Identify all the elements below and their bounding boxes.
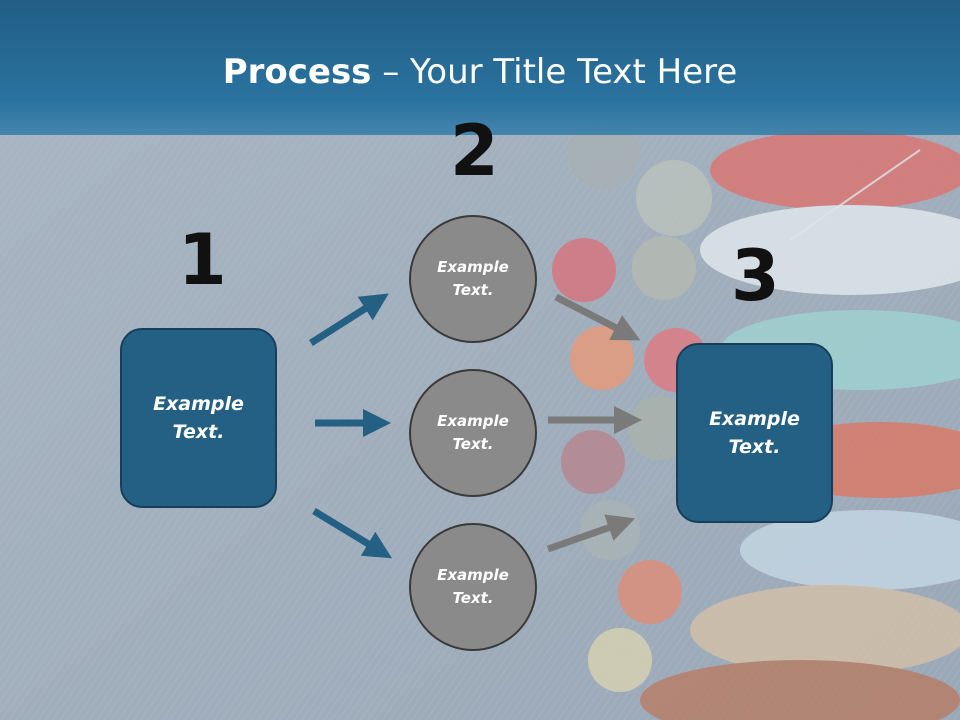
arrow-gray-up [546, 514, 636, 553]
circle-step-top[interactable]: Example Text. [409, 215, 537, 343]
circle-middle-text: Example Text. [437, 411, 509, 453]
slide-title: Process – Your Title Text Here [0, 52, 960, 92]
circle-step-bottom[interactable]: Example Text. [409, 523, 537, 651]
right-box-text: Example Text. [709, 407, 800, 459]
left-process-box[interactable]: Example Text. [120, 328, 277, 508]
circle-top-text: Example Text. [437, 257, 509, 299]
step-number-1: 1 [178, 219, 227, 301]
header-band [0, 0, 960, 135]
arrow-blue-down [312, 508, 392, 559]
arrow-gray-down [554, 293, 641, 341]
step-number-2: 2 [450, 110, 499, 192]
circle-bottom-text: Example Text. [437, 565, 509, 607]
title-rest: – Your Title Text Here [371, 52, 738, 92]
step-number-3: 3 [731, 235, 780, 317]
left-box-text: Example Text. [153, 392, 244, 444]
right-process-box[interactable]: Example Text. [676, 343, 833, 523]
title-bold: Process [222, 52, 372, 92]
circle-step-middle[interactable]: Example Text. [409, 369, 537, 497]
arrow-blue-up [309, 293, 389, 346]
